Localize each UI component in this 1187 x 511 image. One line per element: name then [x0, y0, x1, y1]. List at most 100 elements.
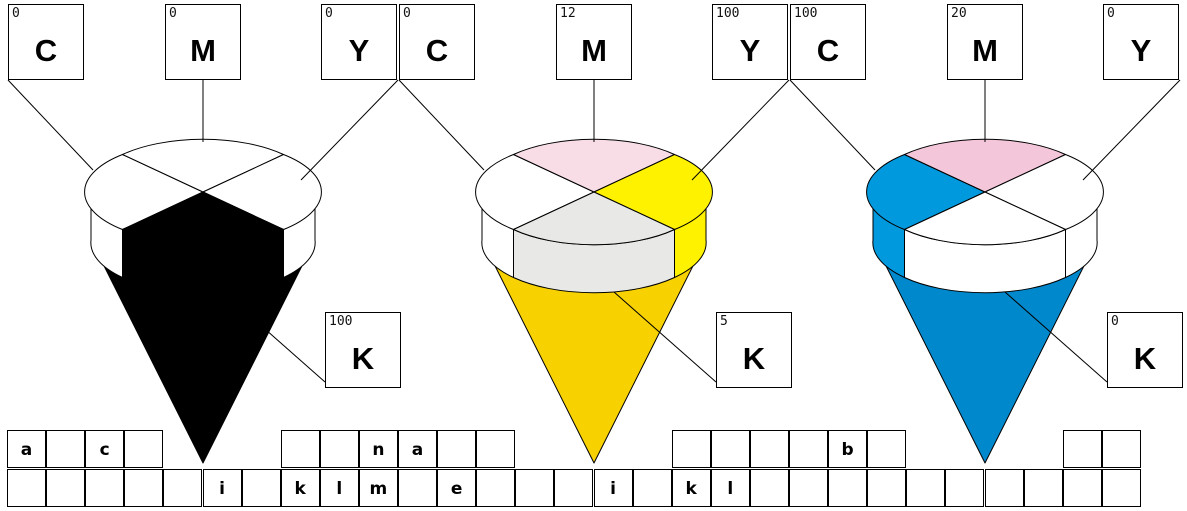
leader-line-k	[613, 291, 717, 383]
channel-letter: K	[742, 341, 766, 376]
leader-line-c	[398, 79, 485, 171]
percentage-value: 100	[329, 314, 353, 329]
letter-cell	[984, 469, 1024, 507]
leader-line-y	[1082, 79, 1181, 181]
letter-cell: n	[358, 430, 398, 468]
letter-cell	[789, 469, 828, 507]
channel-letter: M	[972, 33, 998, 68]
cyan-sector	[866, 154, 986, 230]
letter-cell	[46, 430, 86, 468]
letter-cell	[7, 469, 46, 507]
channel-letter: C	[34, 33, 58, 68]
cyan-sector	[84, 154, 204, 230]
letter-cell	[749, 469, 789, 507]
letter-cell	[319, 430, 359, 468]
letter-cell	[1062, 469, 1102, 507]
letter-cell: b	[828, 430, 868, 468]
percentage-value: 0	[1107, 6, 1115, 21]
letter-cell	[1101, 430, 1141, 468]
letter-cell: l	[710, 469, 750, 507]
letter-cell: c	[85, 430, 125, 468]
percentage-value: 100	[716, 6, 740, 21]
leader-line-c	[789, 79, 876, 171]
leader-line-c	[7, 79, 94, 171]
cone-diagram-3	[789, 79, 1181, 464]
letter-cell	[437, 430, 477, 468]
channel-letter: M	[581, 33, 607, 68]
letter-cell	[241, 469, 281, 507]
black-sector	[122, 191, 284, 246]
channel-letter: Y	[1130, 33, 1152, 68]
leader-line-k	[222, 291, 326, 383]
letter-cell	[749, 430, 789, 468]
channel-letter: Y	[739, 33, 761, 68]
letter-cell	[828, 469, 868, 507]
letter-cell	[945, 469, 985, 507]
letter-cell	[85, 469, 125, 507]
letter-cell: k	[280, 469, 320, 507]
letter-cell	[398, 469, 437, 507]
channel-letter: C	[816, 33, 840, 68]
letter-cell	[906, 469, 946, 507]
letter-cell: i	[202, 469, 242, 507]
black-sector	[513, 191, 675, 246]
channel-letter: C	[425, 33, 449, 68]
letter-cell	[710, 430, 750, 468]
percentage-value: 5	[720, 314, 728, 329]
letter-cell	[789, 430, 828, 468]
letter-cell	[46, 469, 86, 507]
letter-cell	[1101, 469, 1141, 507]
letter-cell: m	[358, 469, 398, 507]
letter-cell: a	[7, 430, 46, 468]
cyan-sector	[475, 154, 595, 230]
letter-cell	[124, 430, 164, 468]
yellow-sector	[593, 154, 713, 230]
letter-cell	[476, 469, 516, 507]
letter-cell: a	[398, 430, 437, 468]
letter-cell	[867, 430, 907, 468]
leader-line-y	[300, 79, 399, 181]
letter-cell: l	[319, 469, 359, 507]
letter-cell: i	[593, 469, 633, 507]
channel-letter: M	[190, 33, 216, 68]
letter-cell	[124, 469, 164, 507]
letter-cell	[515, 469, 555, 507]
channel-letter: K	[351, 341, 375, 376]
percentage-value: 20	[951, 6, 967, 21]
letter-cell	[1023, 469, 1063, 507]
percentage-value: 12	[560, 6, 576, 21]
percentage-value: 0	[1111, 314, 1119, 329]
cone-diagram-2	[398, 79, 790, 464]
leader-line-y	[691, 79, 790, 181]
letter-cell	[476, 430, 516, 468]
letter-cell	[671, 430, 711, 468]
channel-letter: K	[1133, 341, 1157, 376]
leader-line-k	[1004, 291, 1108, 383]
percentage-value: 0	[12, 6, 20, 21]
letter-cell	[163, 469, 203, 507]
percentage-value: 0	[403, 6, 411, 21]
yellow-sector	[984, 154, 1104, 230]
letter-cell	[1062, 430, 1102, 468]
letter-cell: e	[437, 469, 477, 507]
letter-cell: k	[671, 469, 711, 507]
letter-cell	[280, 430, 320, 468]
letter-cell	[867, 469, 907, 507]
black-sector	[904, 191, 1066, 246]
channel-letter: Y	[348, 33, 370, 68]
letter-cell	[554, 469, 594, 507]
cone-diagram-1	[7, 79, 399, 464]
